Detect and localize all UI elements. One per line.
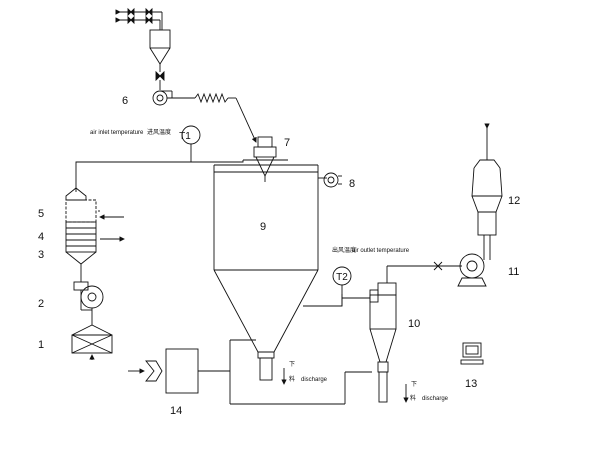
hot-air-inlet-line — [75, 125, 288, 192]
air-supply-train — [65, 187, 125, 360]
t1-label: T1 — [179, 131, 191, 142]
drying-chamber — [213, 164, 319, 381]
atomizer — [253, 136, 277, 182]
label-9: 9 — [260, 221, 266, 233]
valve-icon — [127, 7, 135, 17]
air-inlet-temperature-cn: 进风温度 — [147, 128, 171, 136]
control-computer-icon — [460, 342, 484, 365]
chamber-down-cn: 下 — [289, 361, 295, 368]
air-outlet-temperature-cn: 出风温度 — [332, 246, 356, 254]
damper-icon — [433, 261, 443, 271]
label-6: 6 — [122, 95, 128, 107]
chamber-material-cn: 料 — [289, 375, 295, 383]
hose-icon — [194, 92, 229, 104]
outlet-air-line — [303, 266, 370, 307]
cyclone-separator — [369, 266, 397, 403]
label-4: 4 — [38, 231, 44, 243]
air-inlet-temperature-label: air inlet temperature — [90, 130, 144, 136]
chamber-discharge-label: discharge — [301, 377, 328, 383]
feed-system-loop — [128, 339, 372, 405]
valve-icon — [127, 15, 135, 25]
air-outlet-temperature-label: air outlet temperature — [352, 248, 410, 254]
valve-icon — [145, 7, 153, 17]
label-13: 13 — [465, 378, 477, 390]
filter-icon — [71, 334, 113, 354]
label-5: 5 — [38, 208, 44, 220]
t2-label: T2 — [336, 272, 348, 283]
feed-valve-lines — [115, 7, 163, 30]
label-12: 12 — [508, 195, 520, 207]
valve-icon — [145, 15, 153, 25]
cooling-fan — [318, 172, 342, 188]
cyclone-down-cn: 下 — [411, 381, 417, 388]
label-10: 10 — [408, 318, 420, 330]
cyclone-discharge-label: discharge — [422, 396, 449, 402]
cyclone-material-cn: 料 — [410, 394, 416, 402]
t1-sensor-icon — [181, 125, 201, 145]
feed-tank — [149, 29, 171, 90]
label-3: 3 — [38, 249, 44, 261]
valve-icon — [155, 70, 165, 82]
label-7: 7 — [284, 137, 290, 149]
label-2: 2 — [38, 298, 44, 310]
exhaust-tower — [471, 123, 503, 236]
feed-pump — [152, 90, 257, 143]
label-8: 8 — [349, 178, 355, 190]
exhaust-duct — [387, 235, 491, 287]
label-14: 14 — [170, 405, 182, 417]
label-1: 1 — [38, 339, 44, 351]
label-11: 11 — [508, 266, 519, 278]
